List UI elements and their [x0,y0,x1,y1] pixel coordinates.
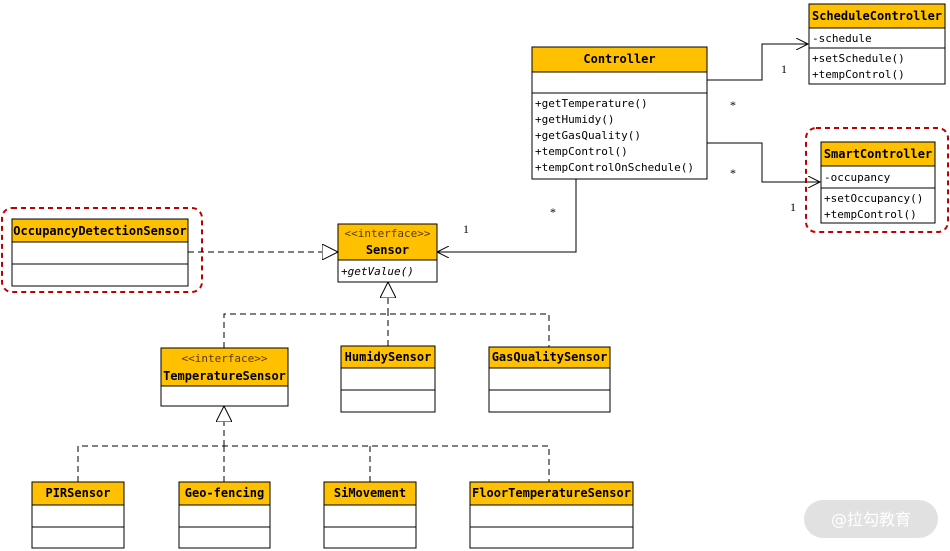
smart-controller-name: SmartController [824,147,932,161]
geo-fencing-name: Geo-fencing [185,486,264,500]
controller-method: +tempControlOnSchedule() [535,161,694,174]
multiplicity-label: * [550,205,556,219]
class-pir-sensor: PIRSensor [31,481,125,549]
multiplicity-label: 1 [781,62,787,76]
controller-method: +getHumidy() [535,113,614,126]
controller-method: +getGasQuality() [535,129,641,142]
highlight-smart-controller [805,127,949,233]
floor-temperature-sensor-name: FloorTemperatureSensor [472,486,631,500]
class-controller: Controller +getTemperature() +getHumidy(… [531,46,708,180]
class-sim-movement: SiMovement [323,481,417,549]
smart-controller-method: +setOccupancy() [824,192,923,205]
watermark: @拉勾教育 [804,500,938,538]
class-smart-controller: SmartController -occupancy +setOccupancy… [820,141,936,224]
association-controller-smart [707,142,820,182]
sim-movement-name: SiMovement [334,486,406,500]
occupancy-detection-sensor-name: OccupancyDetectionSensor [13,224,186,238]
class-schedule-controller: ScheduleController -schedule +setSchedul… [808,3,946,85]
schedule-controller-method: +tempControl() [812,68,905,81]
class-occupancy-detection-sensor: OccupancyDetectionSensor [11,218,189,287]
watermark-text: @拉勾教育 [831,510,911,529]
schedule-controller-attribute: -schedule [812,32,872,45]
highlight-occupancy-sensor [1,207,203,293]
class-geo-fencing: Geo-fencing [178,481,271,549]
realization-sensor-children [223,282,550,348]
smart-controller-attribute: -occupancy [824,171,891,184]
multiplicity-label: 1 [463,222,469,236]
multiplicity-label: 1 [790,200,796,214]
pir-sensor-name: PIRSensor [45,486,110,500]
multiplicity-label: * [730,98,736,112]
schedule-controller-method: +setSchedule() [812,52,905,65]
temperature-sensor-name: TemperatureSensor [163,369,286,383]
class-sensor: <<interface>> Sensor +getValue() [337,223,438,283]
realization-temperature-children [77,406,550,482]
sensor-method: +getValue() [341,265,414,278]
class-gas-quality-sensor: GasQualitySensor [488,346,611,413]
sensor-name: Sensor [366,243,409,257]
class-temperature-sensor: <<interface>> TemperatureSensor [160,347,289,407]
smart-controller-method: +tempControl() [824,208,917,221]
controller-name: Controller [583,52,655,66]
sensor-stereotype: <<interface>> [344,227,430,240]
multiplicity-label: * [730,166,736,180]
controller-method: +tempControl() [535,145,628,158]
controller-method: +getTemperature() [535,97,648,110]
schedule-controller-name: ScheduleController [812,9,942,23]
class-humidy-sensor: HumidySensor [340,345,436,413]
association-controller-schedule [707,44,808,81]
temperature-sensor-stereotype: <<interface>> [181,352,267,365]
humidy-sensor-name: HumidySensor [345,350,432,364]
class-floor-temperature-sensor: FloorTemperatureSensor [469,481,634,549]
association-controller-sensor [437,179,577,252]
gas-quality-sensor-name: GasQualitySensor [492,350,608,364]
